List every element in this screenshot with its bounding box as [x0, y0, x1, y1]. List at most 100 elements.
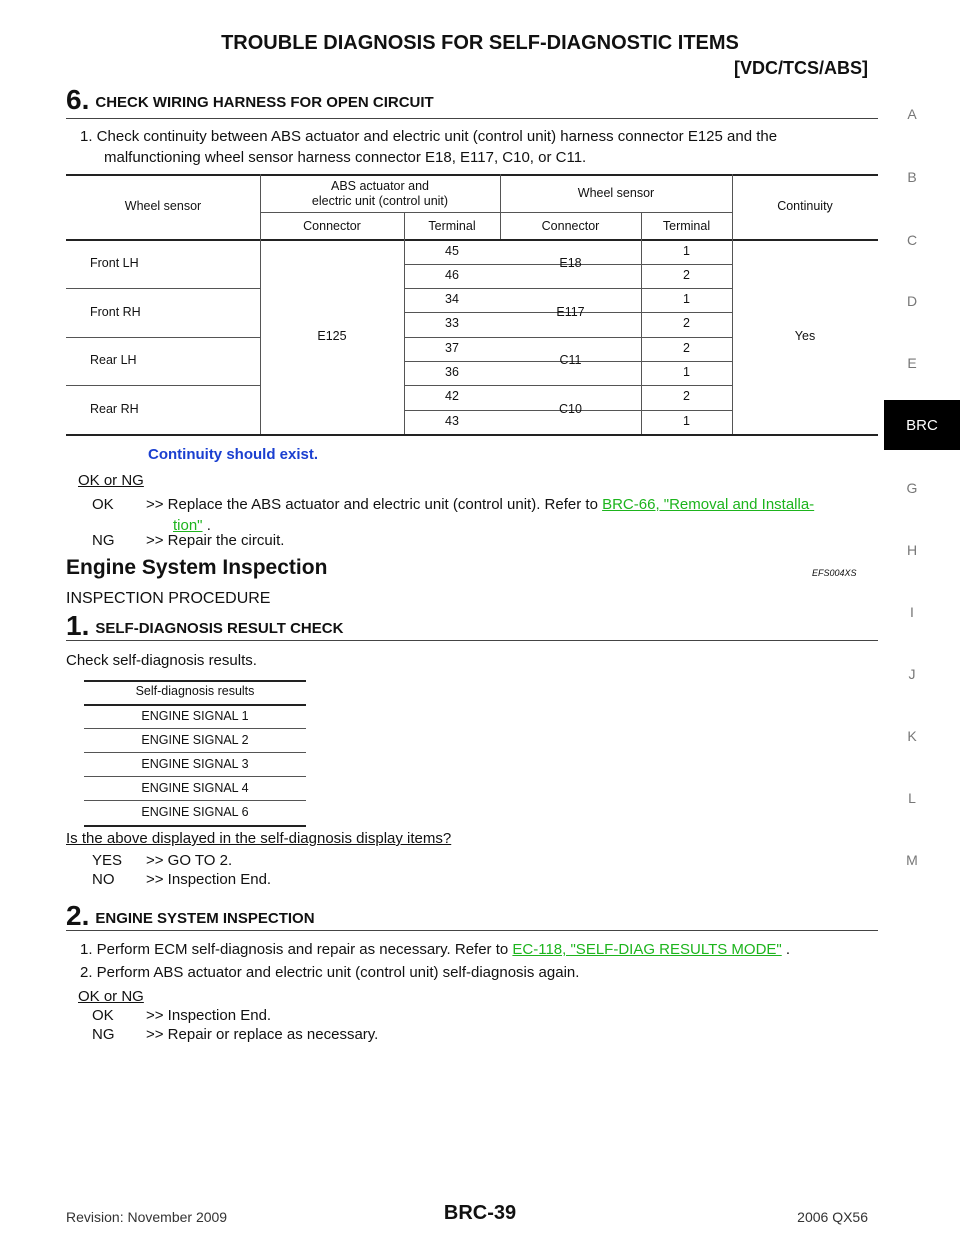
- terminal-cell: 36: [445, 365, 459, 379]
- table-row: ENGINE SIGNAL 4: [141, 781, 249, 795]
- yes-text: >> GO TO 2.: [146, 852, 233, 869]
- step-2-item-1: 1. Perform ECM self-diagnosis and repair…: [80, 939, 790, 960]
- item-text: 1. Perform ECM self-diagnosis and repair…: [80, 941, 509, 958]
- col-header-abs-line2: electric unit (control unit): [311, 194, 449, 208]
- ng-text: >> Repair or replace as necessary.: [146, 1026, 379, 1043]
- instruction-line: 1. Check continuity between ABS actuator…: [80, 128, 778, 145]
- step-1-heading: 1. SELF-DIAGNOSIS RESULT CHECK: [66, 610, 343, 642]
- section-code: EFS004XS: [812, 568, 857, 578]
- page-title: TROUBLE DIAGNOSIS FOR SELF-DIAGNOSTIC IT…: [221, 32, 739, 54]
- side-index-a[interactable]: A: [907, 106, 917, 122]
- ws-connector-cell: E117: [556, 305, 585, 319]
- continuity-note: Continuity should exist.: [148, 446, 319, 463]
- continuity-cell: Yes: [794, 329, 816, 343]
- ng-label: NG: [92, 532, 115, 549]
- section-heading: Engine System Inspection: [66, 556, 328, 579]
- table-header: Self-diagnosis results: [135, 684, 255, 698]
- section-subtitle: [VDC/TCS/ABS]: [734, 58, 868, 78]
- side-index-j[interactable]: J: [908, 666, 916, 682]
- wheel-name-cell: Rear RH: [90, 402, 139, 416]
- side-index-d[interactable]: D: [906, 293, 918, 309]
- table-row: ENGINE SIGNAL 3: [141, 757, 249, 771]
- step-title: CHECK WIRING HARNESS FOR OPEN CIRCUIT: [95, 94, 434, 111]
- ws-terminal-cell: 2: [683, 341, 690, 355]
- ws-terminal-cell: 2: [683, 268, 690, 282]
- side-index-h[interactable]: H: [906, 542, 918, 558]
- terminal-cell: 46: [445, 268, 459, 282]
- col-header-wheel-sensor-2: Wheel sensor: [577, 186, 655, 200]
- ok-ng-label: OK or NG: [78, 472, 144, 489]
- step-2-heading: 2. ENGINE SYSTEM INSPECTION: [66, 900, 315, 932]
- step-number: 6.: [66, 84, 90, 115]
- step-rule: [66, 118, 878, 119]
- terminal-cell: 34: [445, 292, 459, 306]
- table-row: ENGINE SIGNAL 2: [141, 733, 249, 747]
- model-year: 2006 QX56: [797, 1209, 868, 1225]
- ok-action-cont: tion" .: [173, 515, 211, 536]
- ok-label: OK: [92, 1007, 114, 1024]
- terminal-cell: 33: [445, 316, 459, 330]
- side-index-i[interactable]: I: [910, 604, 914, 620]
- side-index-b[interactable]: B: [907, 169, 917, 185]
- sub-header-connector: Connector: [541, 219, 600, 233]
- sub-header-terminal: Terminal: [662, 219, 711, 233]
- ok-ng-label: OK or NG: [78, 988, 144, 1005]
- ok-action: >> Replace the ABS actuator and electric…: [146, 494, 814, 515]
- ws-terminal-cell: 1: [683, 365, 690, 379]
- step-number: 1.: [66, 610, 90, 641]
- ws-terminal-cell: 2: [683, 316, 690, 330]
- sub-header-connector: Connector: [303, 219, 361, 233]
- wheel-name-cell: Front RH: [90, 305, 141, 319]
- table-row: ENGINE SIGNAL 6: [141, 805, 249, 819]
- ws-terminal-cell: 1: [683, 244, 690, 258]
- ws-connector-cell: E18: [559, 256, 582, 270]
- side-index-e[interactable]: E: [907, 355, 917, 371]
- terminal-cell: 43: [445, 414, 459, 428]
- period: .: [206, 517, 211, 534]
- removal-installation-link[interactable]: BRC-66, "Removal and Installa-: [602, 496, 815, 513]
- ws-connector-cell: C11: [559, 353, 582, 367]
- step-6-heading: 6. CHECK WIRING HARNESS FOR OPEN CIRCUIT: [66, 84, 434, 116]
- diagnosis-question: Is the above displayed in the self-diagn…: [66, 830, 452, 847]
- terminal-cell: 37: [445, 341, 459, 355]
- side-index-c[interactable]: C: [906, 232, 918, 248]
- removal-installation-link-cont[interactable]: tion": [173, 517, 203, 534]
- col-header-wheel-sensor: Wheel sensor: [124, 199, 202, 213]
- wheel-name-cell: Front LH: [90, 256, 139, 270]
- side-index-k[interactable]: K: [907, 728, 917, 744]
- no-text: >> Inspection End.: [146, 871, 272, 888]
- revision-date: Revision: November 2009: [66, 1209, 228, 1225]
- ok-text: >> Inspection End.: [146, 1007, 272, 1024]
- col-header-continuity: Continuity: [777, 199, 833, 213]
- step-2-item-2: 2. Perform ABS actuator and electric uni…: [80, 964, 580, 981]
- ng-label: NG: [92, 1026, 115, 1043]
- period: .: [785, 941, 791, 958]
- side-index-brc-active[interactable]: BRC: [884, 400, 960, 450]
- step-number: 2.: [66, 900, 90, 931]
- table-row: ENGINE SIGNAL 1: [141, 709, 249, 723]
- terminal-cell: 42: [445, 389, 459, 403]
- side-index-m[interactable]: M: [906, 852, 918, 868]
- wheel-name-cell: Rear LH: [90, 353, 137, 367]
- ok-text: >> Replace the ABS actuator and electric…: [146, 496, 598, 513]
- ng-text: >> Repair the circuit.: [146, 532, 285, 549]
- abs-connector-cell: E125: [317, 329, 347, 343]
- terminal-cell: 45: [445, 244, 459, 258]
- sub-header-terminal: Terminal: [428, 219, 476, 233]
- ws-terminal-cell: 2: [683, 389, 690, 403]
- instruction-line: malfunctioning wheel sensor harness conn…: [104, 149, 587, 166]
- side-index-g[interactable]: G: [906, 480, 918, 496]
- ok-label: OK: [92, 496, 114, 513]
- procedure-heading: INSPECTION PROCEDURE: [66, 590, 271, 607]
- step-title: ENGINE SYSTEM INSPECTION: [95, 910, 315, 927]
- step-rule: [66, 930, 878, 931]
- ws-terminal-cell: 1: [683, 292, 690, 306]
- self-diag-results-link[interactable]: EC-118, "SELF-DIAG RESULTS MODE": [512, 941, 782, 958]
- no-label: NO: [92, 871, 115, 888]
- step-title: SELF-DIAGNOSIS RESULT CHECK: [95, 620, 344, 637]
- ws-terminal-cell: 1: [683, 414, 690, 428]
- yes-label: YES: [92, 852, 123, 869]
- step-rule: [66, 640, 878, 641]
- step-1-text: Check self-diagnosis results.: [66, 652, 257, 669]
- side-index-l[interactable]: L: [908, 790, 916, 806]
